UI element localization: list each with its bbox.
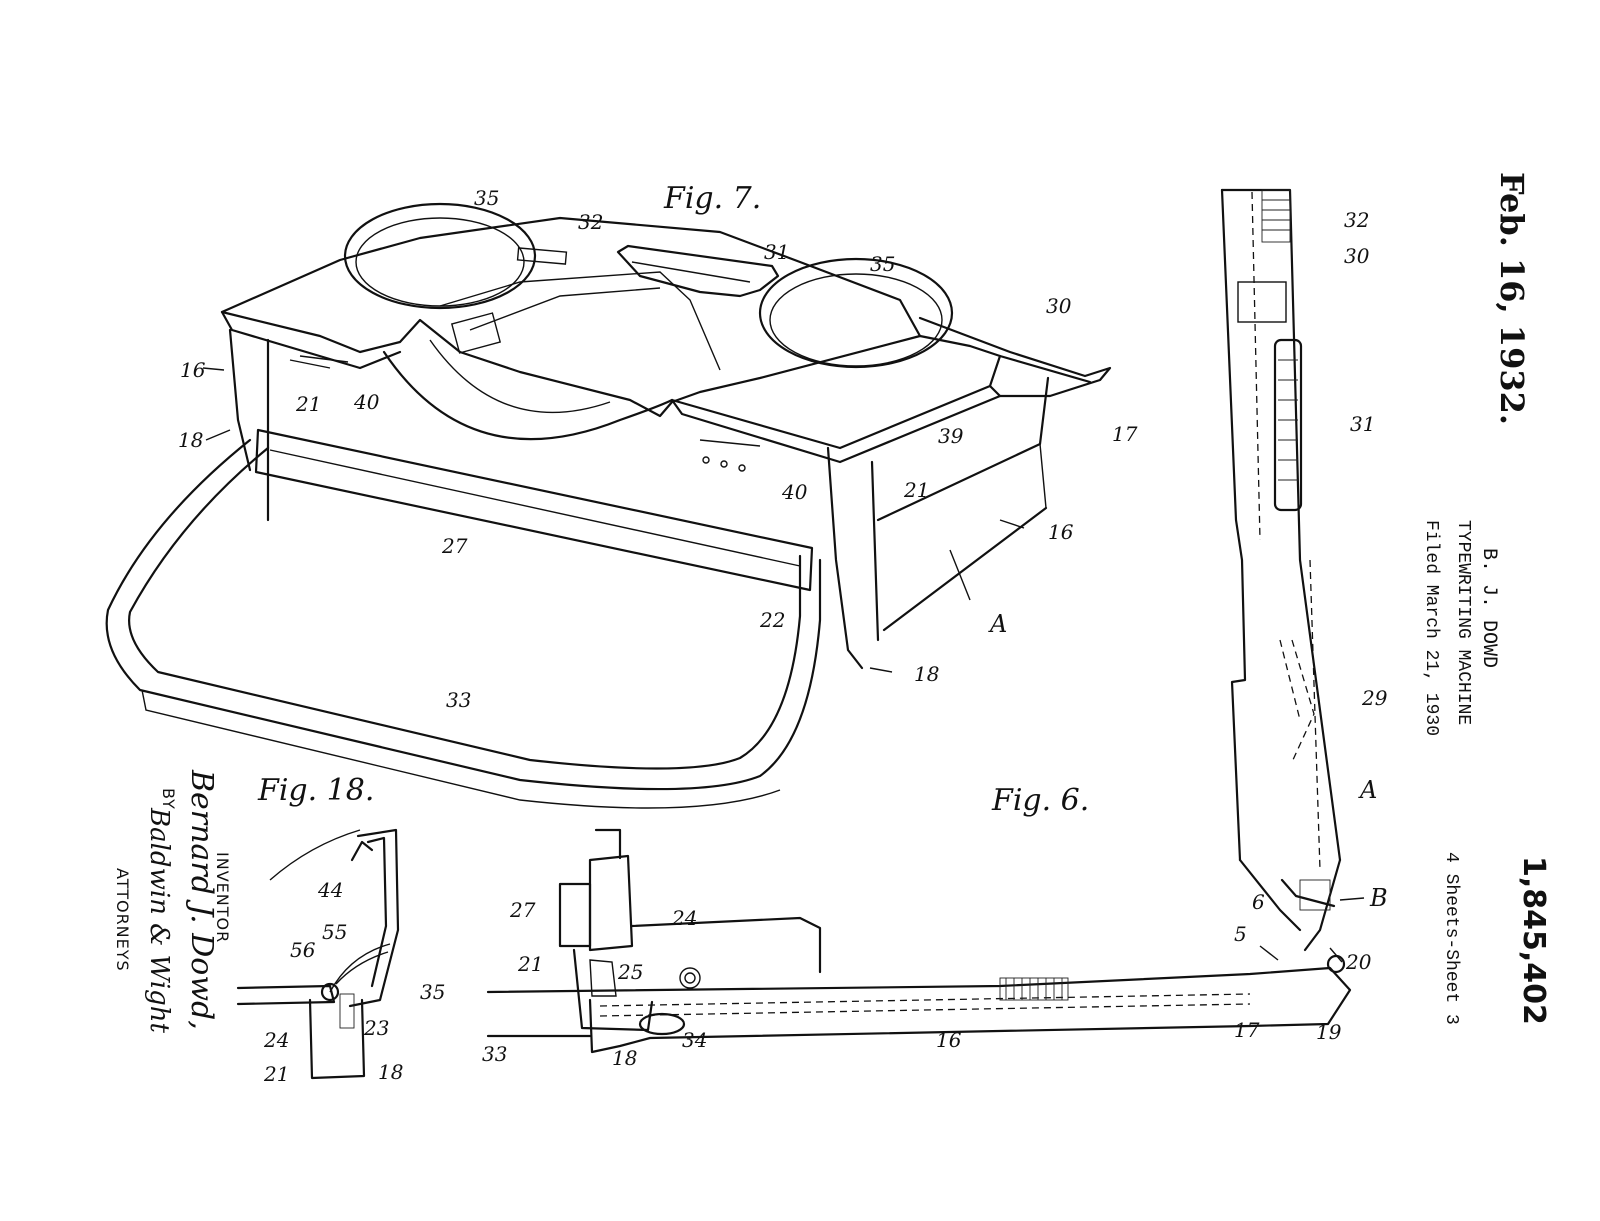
fig7-ref: 35 <box>474 186 500 210</box>
fig6-ref: 21 <box>518 952 544 976</box>
fig18-drawing <box>236 828 400 1080</box>
fig6-ref: 25 <box>618 960 644 984</box>
fig7-ref: 32 <box>578 210 604 234</box>
sheet-count: 4 Sheets-Sheet 3 <box>1441 852 1461 1025</box>
fig6-drawing <box>486 188 1365 1054</box>
inventor-short: B. J. DOWD <box>1477 548 1500 669</box>
fig6-ref: 30 <box>1344 244 1370 268</box>
fig18-label: Fig. 18. <box>258 773 375 808</box>
fig6-ref: 19 <box>1316 1020 1342 1044</box>
fig18-ref: 35 <box>420 980 446 1004</box>
fig7-ref: 40 <box>782 480 808 504</box>
fig6-ref: 27 <box>510 898 536 922</box>
fig6-ref: 16 <box>936 1028 962 1052</box>
fig6-ref: 20 <box>1346 950 1372 974</box>
fig6-ref: 6 <box>1252 890 1265 914</box>
fig7-ref: 39 <box>938 424 964 448</box>
fig7-ref: A <box>990 610 1008 638</box>
fig6-ref: 5 <box>1234 922 1247 946</box>
fig18-ref: 21 <box>264 1062 290 1086</box>
fig6-ref: 24 <box>672 906 698 930</box>
patent-title: TYPEWRITING MACHINE <box>1453 520 1473 726</box>
fig6-ref: 33 <box>482 1042 508 1066</box>
attorneys-signature: Baldwin & Wight <box>144 808 174 1033</box>
fig18-ref: 23 <box>364 1016 390 1040</box>
fig7-ref: 22 <box>760 608 786 632</box>
fig18-ref: 24 <box>264 1028 290 1052</box>
attorneys-label: ATTORNEYS <box>113 868 132 972</box>
fig7-ref: 21 <box>296 392 322 416</box>
fig18-ref: 18 <box>378 1060 404 1084</box>
fig7-label: Fig. 7. <box>664 181 762 216</box>
fig7-ref: 27 <box>442 534 468 558</box>
fig7-ref: 30 <box>1046 294 1072 318</box>
inventor-name: Bernard J. Dowd, <box>184 770 219 1030</box>
fig6-ref: 17 <box>1234 1018 1260 1042</box>
fig6-ref: 18 <box>612 1046 638 1070</box>
by-label: BY <box>159 788 178 810</box>
filed-date: Filed March 21, 1930 <box>1421 520 1441 737</box>
fig7-ref: 17 <box>1112 422 1138 446</box>
fig7-drawing <box>105 202 1112 809</box>
patent-number: 1,845,402 <box>1516 856 1551 1025</box>
fig18-ref: 56 <box>290 938 316 962</box>
fig18-ref: 55 <box>322 920 348 944</box>
fig6-ref: B <box>1370 884 1388 912</box>
fig7-ref: 18 <box>178 428 204 452</box>
fig6-label: Fig. 6. <box>992 783 1090 818</box>
fig7-ref: 16 <box>180 358 206 382</box>
fig6-ref: 29 <box>1362 686 1388 710</box>
fig7-ref: 21 <box>904 478 930 502</box>
fig7-ref: 18 <box>914 662 940 686</box>
fig6-ref: A <box>1360 776 1378 804</box>
fig7-ref: 33 <box>446 688 472 712</box>
patent-date: Feb. 16, 1932. <box>1493 172 1531 425</box>
fig7-ref: 35 <box>870 252 896 276</box>
fig7-ref: 16 <box>1048 520 1074 544</box>
fig7-ref: 31 <box>764 240 790 264</box>
fig6-ref: 34 <box>682 1028 708 1052</box>
fig7-ref: 40 <box>354 390 380 414</box>
fig6-ref: 31 <box>1350 412 1376 436</box>
fig6-ref: 32 <box>1344 208 1370 232</box>
fig18-ref: 44 <box>318 878 344 902</box>
